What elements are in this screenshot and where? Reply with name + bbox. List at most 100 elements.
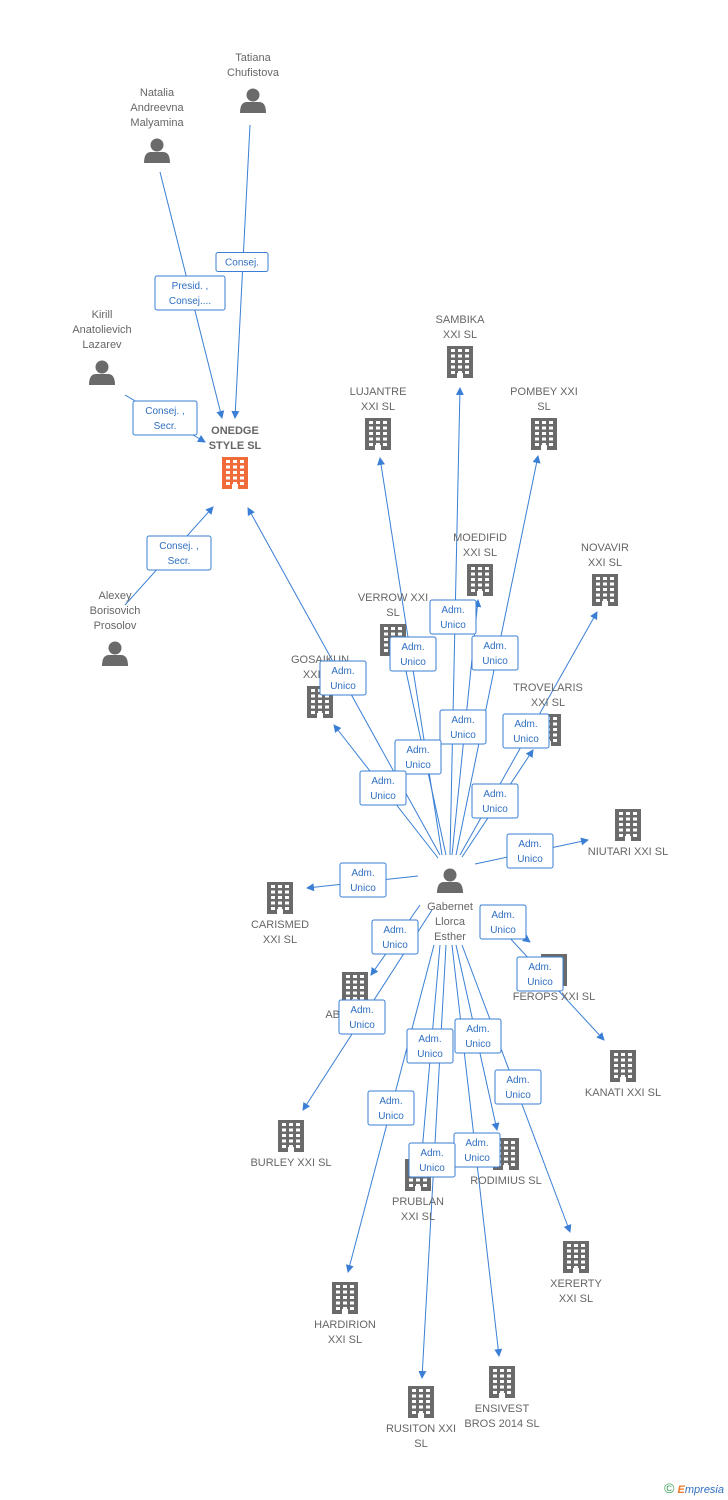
role-text: Consej....	[169, 296, 211, 307]
node-label: Anatolievich	[72, 324, 131, 336]
node-label: XXI SL	[361, 401, 395, 413]
building-icon	[592, 574, 618, 606]
role-text: Adm.	[371, 776, 394, 787]
role-text: Unico	[419, 1163, 445, 1174]
role-text: Presid. ,	[172, 281, 209, 292]
role-label-gabernet-rodimius[interactable]: Adm. Unico	[454, 1018, 502, 1054]
role-text: Unico	[527, 977, 553, 988]
node-sambika[interactable]: SAMBIKA XXI SL	[436, 314, 486, 378]
role-label-gabernet-burley[interactable]: Adm.Unico	[338, 999, 386, 1035]
role-label-gabernet-niutari[interactable]: Adm.Unico	[506, 833, 554, 869]
role-label-tatiana-onedge[interactable]: Consej.	[215, 252, 269, 272]
node-niutari[interactable]: NIUTARI XXI SL	[588, 809, 668, 858]
role-label-gabernet-pombey[interactable]: Adm.Unico	[471, 635, 519, 671]
role-text: Adm.	[331, 666, 354, 677]
role-label-gabernet-rusiton[interactable]: Adm.Unico	[408, 1142, 456, 1178]
role-text: Consej. ,	[159, 541, 198, 552]
building-icon	[531, 418, 557, 450]
role-label-gabernet-gosaikun[interactable]: Adm. Unico	[359, 770, 407, 806]
role-text: Adm.	[491, 910, 514, 921]
role-label-gabernet-hardirion[interactable]: Adm. Unico	[367, 1090, 415, 1126]
role-label-gabernet-sambika[interactable]: Adm.Unico	[429, 599, 477, 635]
person-icon	[89, 360, 115, 385]
role-label-natalia-onedge[interactable]: Presid. , Consej....	[154, 275, 226, 311]
role-label-gabernet-onedge[interactable]: Adm.Unico	[319, 660, 367, 696]
role-text: Adm.	[514, 719, 537, 730]
role-text: Unico	[440, 620, 466, 631]
node-label: PRUBLAN	[392, 1196, 444, 1208]
role-text: Unico	[378, 1111, 404, 1122]
role-label-gabernet-ensivest[interactable]: Adm.Unico	[453, 1132, 501, 1168]
role-label-gabernet-novavir[interactable]: Adm.Unico	[502, 713, 550, 749]
role-text: Adm.	[379, 1096, 402, 1107]
role-text: Unico	[450, 730, 476, 741]
node-label: SAMBIKA	[436, 314, 486, 326]
node-label: XXI SL	[443, 329, 477, 341]
node-label: HARDIRION	[314, 1319, 376, 1331]
role-text: Unico	[400, 657, 426, 668]
node-lujantre[interactable]: LUJANTRE XXI SL	[350, 386, 407, 450]
copyright-icon: ©	[664, 1480, 675, 1496]
node-label: LUJANTRE	[350, 386, 407, 398]
building-icon	[278, 1120, 304, 1152]
building-icon	[408, 1386, 434, 1418]
node-label: Gabernet	[427, 901, 473, 913]
node-label: Alexey	[98, 590, 132, 602]
role-label-gabernet-ferops[interactable]: Adm.Unico	[479, 904, 527, 940]
role-text: Unico	[370, 791, 396, 802]
node-label: Tatiana	[235, 52, 271, 64]
role-label-gabernet-carismed[interactable]: Adm.Unico	[339, 862, 387, 898]
node-burley[interactable]: BURLEY XXI SL	[250, 1120, 332, 1169]
role-label-gabernet-trovelaris[interactable]: Adm.Unico	[471, 783, 519, 819]
role-label-gabernet-lujantre[interactable]: Adm.Unico	[389, 636, 437, 672]
node-label: SL	[537, 401, 550, 413]
brand-logo: Empresia	[677, 1484, 724, 1496]
role-text: Adm.	[466, 1024, 489, 1035]
role-text: Secr.	[168, 556, 191, 567]
person-icon	[240, 88, 266, 113]
role-label-gabernet-kanati[interactable]: Adm.Unico	[516, 956, 564, 992]
role-label-gabernet-verrow[interactable]: Adm.Unico	[394, 739, 442, 775]
node-label: RUSITON XXI	[386, 1423, 456, 1435]
role-label-gabernet-xererty[interactable]: Adm.Unico	[494, 1069, 542, 1105]
node-kanati[interactable]: KANATI XXI SL	[585, 1050, 661, 1099]
role-label-kirill-onedge[interactable]: Consej. ,Secr.	[132, 400, 198, 436]
building-icon	[332, 1282, 358, 1314]
building-icon	[365, 418, 391, 450]
node-label: ONEDGE	[211, 425, 259, 437]
role-text: Unico	[465, 1039, 491, 1050]
role-label-gabernet-abiso[interactable]: Adm.Unico	[371, 919, 419, 955]
node-label: SL	[414, 1438, 427, 1450]
role-label-alexey-onedge[interactable]: Consej. , Secr.	[146, 535, 212, 571]
node-label: Chufistova	[227, 67, 280, 79]
node-label: BROS 2014 SL	[464, 1418, 539, 1430]
role-text: Adm.	[465, 1138, 488, 1149]
node-label: XERERTY	[550, 1278, 602, 1290]
node-label: NOVAVIR	[581, 542, 629, 554]
role-text: Unico	[517, 854, 543, 865]
role-label-gabernet-prublan[interactable]: Adm.Unico	[406, 1028, 454, 1064]
node-label: Malyamina	[130, 117, 184, 129]
node-label: Natalia	[140, 87, 175, 99]
node-label: FEROPS XXI SL	[513, 991, 596, 1003]
role-text: Consej. ,	[145, 406, 184, 417]
footer-brand[interactable]: © Empresia	[664, 1480, 724, 1496]
role-label-gabernet-moedifid[interactable]: Adm.Unico	[439, 709, 487, 745]
node-rusiton[interactable]: RUSITON XXI SL	[386, 1386, 456, 1450]
person-icon	[144, 138, 170, 163]
role-text: Adm.	[506, 1075, 529, 1086]
